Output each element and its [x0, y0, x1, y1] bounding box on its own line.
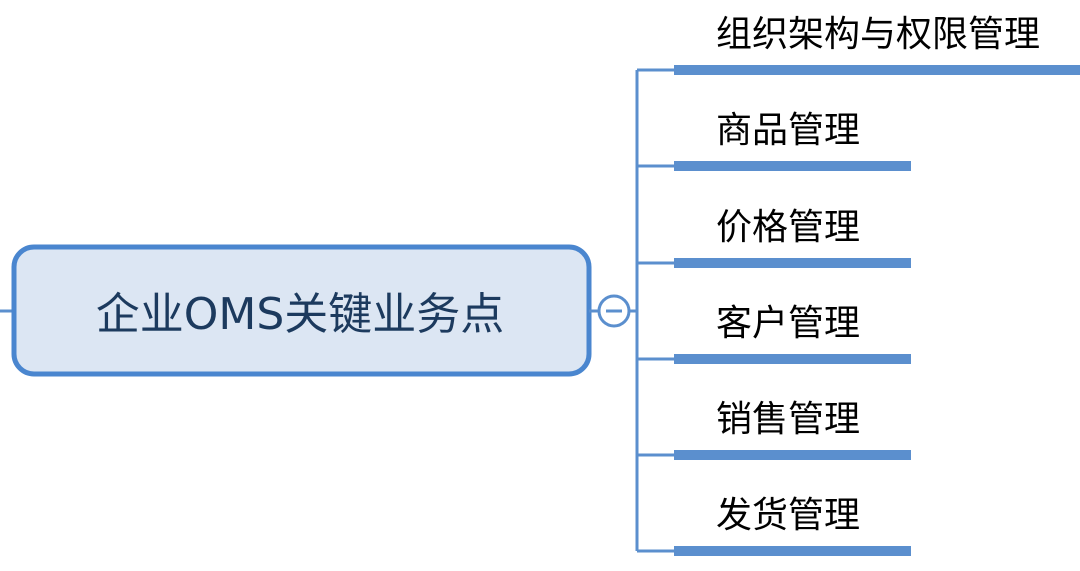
- branch-label: 商品管理: [716, 110, 860, 151]
- branch-node[interactable]: 商品管理: [637, 110, 911, 171]
- branch-node[interactable]: 发货管理: [637, 495, 911, 556]
- root-node[interactable]: 企业OMS关键业务点: [11, 244, 592, 377]
- branch-label: 价格管理: [716, 207, 860, 248]
- branch-label: 销售管理: [716, 399, 860, 440]
- collapse-toggle[interactable]: [597, 294, 631, 328]
- root-node-label: 企业OMS关键业务点: [96, 289, 505, 340]
- branch-node[interactable]: 组织架构与权限管理: [637, 14, 1080, 75]
- branch-node[interactable]: 价格管理: [637, 207, 911, 268]
- branch-node[interactable]: 客户管理: [637, 303, 911, 364]
- branch-label: 发货管理: [716, 495, 860, 536]
- branch-label: 组织架构与权限管理: [716, 14, 1040, 55]
- branch-node[interactable]: 销售管理: [637, 399, 911, 460]
- branch-label: 客户管理: [716, 303, 860, 344]
